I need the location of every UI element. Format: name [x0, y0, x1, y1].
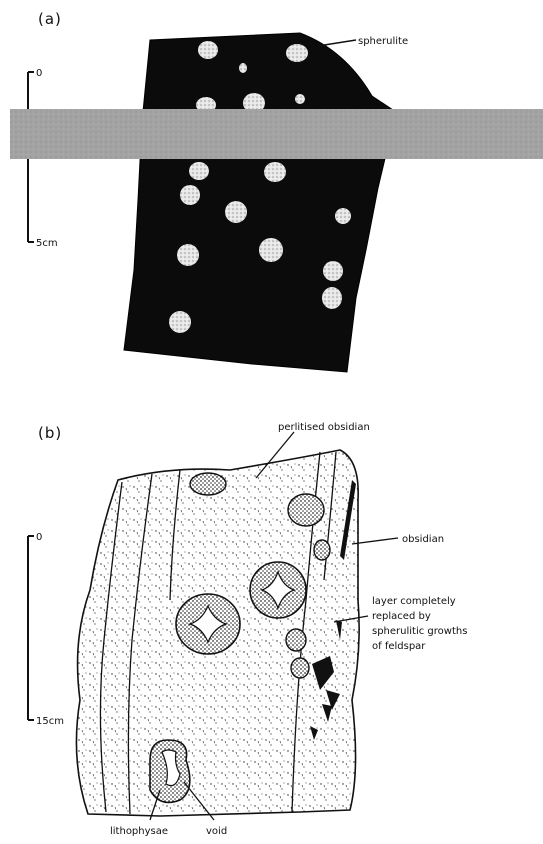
- label-layer-line-1: layer completely: [372, 596, 456, 607]
- spherulite: [225, 201, 247, 223]
- spherulite: [169, 311, 191, 333]
- lithophysa: [288, 494, 324, 526]
- label-void: void: [206, 826, 227, 837]
- spherulite: [264, 162, 286, 182]
- scale-a-bottom-label: 5cm: [36, 238, 58, 249]
- label-obsidian: obsidian: [402, 534, 444, 545]
- panel-b-letter: (b): [38, 424, 62, 442]
- lithophysa: [190, 473, 226, 495]
- label-spherulite: spherulite: [358, 36, 408, 47]
- spherulite: [189, 162, 209, 180]
- spherulite: [239, 63, 247, 73]
- spherulite: [323, 261, 343, 281]
- lithophysa: [291, 658, 309, 678]
- label-lithophysae: lithophysae: [110, 826, 168, 837]
- scale-bar-b: [28, 536, 34, 720]
- spherulite: [198, 41, 218, 59]
- spherulite: [259, 238, 283, 262]
- spherulite: [180, 185, 200, 205]
- obsidian-specimen: [124, 33, 396, 372]
- label-layer-line-2: replaced by: [372, 611, 431, 622]
- lithophysa: [286, 629, 306, 651]
- spherulite-leader: [318, 40, 356, 46]
- scale-a-top-label: 0: [36, 68, 42, 79]
- label-layer-line-3: spherulitic growths: [372, 626, 467, 637]
- spherulite: [295, 94, 305, 104]
- spherulite: [322, 287, 342, 309]
- lithophysa: [314, 540, 330, 560]
- scale-b-top-label: 0: [36, 532, 42, 543]
- spherulite: [177, 244, 199, 266]
- label-layer-line-4: of feldspar: [372, 641, 426, 652]
- panel-a-letter: (a): [38, 10, 62, 28]
- spherulite: [335, 208, 351, 224]
- grey-band: [10, 109, 543, 159]
- spherulite: [286, 44, 308, 62]
- scale-b-bottom-label: 15cm: [36, 716, 64, 727]
- label-perlitised-obsidian: perlitised obsidian: [278, 422, 370, 433]
